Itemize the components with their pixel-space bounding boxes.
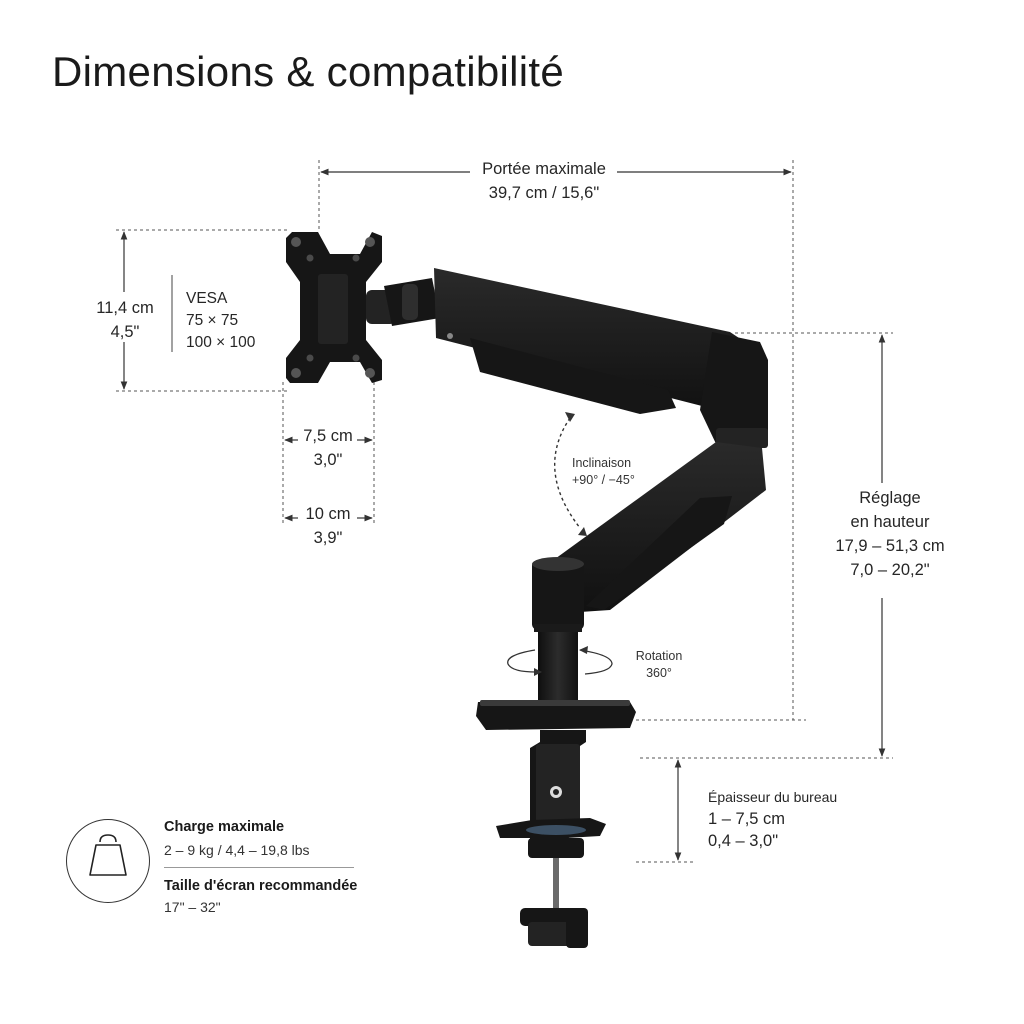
screen-size-label: Taille d'écran recommandée bbox=[164, 878, 358, 894]
height-adjust-cm: 17,9 – 51,3 cm bbox=[835, 537, 945, 555]
weight-badge bbox=[66, 819, 150, 903]
vesa-75-in: 3,0" bbox=[313, 451, 343, 469]
desk-plate bbox=[476, 700, 636, 730]
tilt-value: +90° / −45° bbox=[572, 473, 635, 487]
desk-thickness-dimension bbox=[636, 759, 694, 863]
desk-thickness-label: Épaisseur du bureau 1 – 7,5 cm 0,4 – 3,0… bbox=[708, 786, 868, 852]
rotation-value: 360° bbox=[646, 666, 672, 680]
vesa-width-dimensions bbox=[282, 382, 375, 526]
vesa-100-cm: 10 cm bbox=[305, 505, 351, 523]
load-label: Charge maximale bbox=[164, 819, 285, 835]
elbow-joint bbox=[700, 332, 768, 450]
height-adjust-in: 7,0 – 20,2" bbox=[850, 561, 930, 579]
divider bbox=[164, 867, 354, 868]
height-adjust-line1: Réglage bbox=[859, 489, 921, 507]
vesa-plate bbox=[286, 232, 382, 383]
reach-label: Portée maximale 39,7 cm / 15,6" bbox=[460, 157, 628, 205]
plate-height-in: 4,5" bbox=[110, 323, 140, 341]
vesa-100-label: 10 cm 3,9" bbox=[296, 502, 360, 550]
desk-clamp bbox=[496, 730, 606, 948]
reach-value: 39,7 cm / 15,6" bbox=[488, 184, 600, 202]
desk-thickness-in: 0,4 – 3,0" bbox=[708, 832, 779, 850]
screen-size-value: 17" – 32" bbox=[164, 899, 221, 915]
height-adjust-label: Réglage en hauteur 17,9 – 51,3 cm 7,0 – … bbox=[820, 486, 960, 582]
vesa-label-text: VESA bbox=[186, 290, 228, 307]
plate-height-label: 11,4 cm 4,5" bbox=[88, 296, 162, 344]
vesa-size-75: 75 × 75 bbox=[186, 312, 239, 329]
plate-height-dimension bbox=[116, 229, 290, 392]
vesa-75-cm: 7,5 cm bbox=[303, 427, 353, 445]
height-adjust-line2: en hauteur bbox=[850, 513, 930, 531]
vesa-100-in: 3,9" bbox=[313, 529, 343, 547]
vesa-75-label: 7,5 cm 3,0" bbox=[296, 424, 360, 472]
desk-thickness-label-text: Épaisseur du bureau bbox=[708, 789, 838, 805]
tilt-arc-icon bbox=[554, 412, 587, 536]
lower-arm bbox=[540, 442, 766, 612]
vesa-size-100: 100 × 100 bbox=[186, 334, 256, 351]
desk-thickness-cm: 1 – 7,5 cm bbox=[708, 810, 786, 828]
rotation-label-text: Rotation bbox=[635, 649, 683, 663]
tilt-label-text: Inclinaison bbox=[572, 456, 632, 470]
vesa-label: VESA 75 × 75 100 × 100 bbox=[186, 288, 276, 354]
reach-label-text: Portée maximale bbox=[482, 160, 606, 178]
tilt-label: Inclinaison +90° / −45° bbox=[572, 455, 662, 489]
page-title: Dimensions & compatibilité bbox=[52, 48, 565, 95]
tilt-joint bbox=[366, 278, 440, 326]
rotation-arrow-icon bbox=[507, 646, 613, 676]
reach-dimension bbox=[318, 160, 794, 720]
plate-height-cm: 11,4 cm bbox=[96, 299, 154, 317]
rotation-label: Rotation 360° bbox=[624, 648, 694, 682]
pole bbox=[532, 557, 584, 704]
load-value: 2 – 9 kg / 4,4 – 19,8 lbs bbox=[164, 842, 310, 858]
height-adjust-dimension bbox=[636, 332, 893, 759]
